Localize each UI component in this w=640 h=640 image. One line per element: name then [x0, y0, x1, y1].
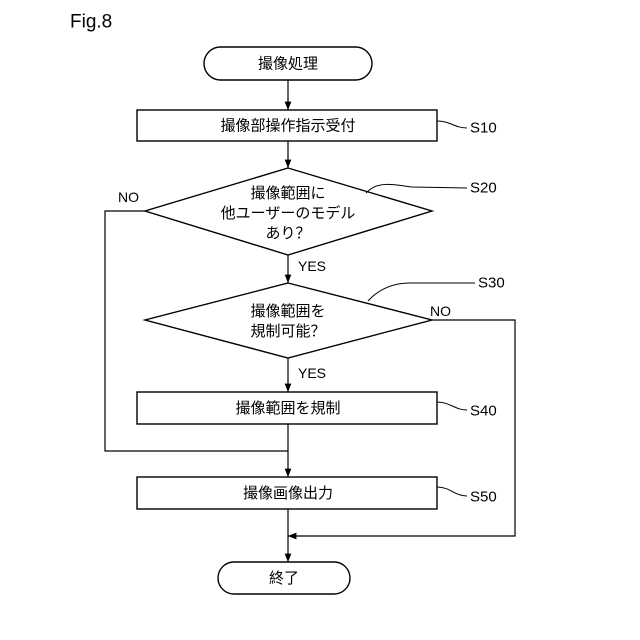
end-terminal-label: 終了	[269, 569, 299, 587]
figure-label: Fig.8	[70, 12, 112, 33]
s20-no-label: NO	[118, 189, 139, 205]
s10-leader-line	[437, 121, 467, 128]
s30-decision-diamond	[145, 283, 432, 358]
s10-step-label: S10	[470, 120, 497, 137]
s20-decision-line-3: あり？	[265, 224, 310, 242]
s30-decision-line-1: 撮像範囲を	[250, 302, 325, 320]
s20-leader-line	[366, 184, 467, 193]
s50-leader-line	[437, 487, 467, 496]
s20-yes-label: YES	[298, 258, 326, 274]
s30-no-label: NO	[430, 303, 451, 319]
s40-step-label: S40	[470, 403, 497, 420]
s30-decision-line-2: 規制可能？	[250, 322, 325, 340]
s40-process-label: 撮像範囲を規制	[235, 399, 340, 417]
s10-process-label: 撮像部操作指示受付	[220, 117, 355, 135]
s50-process-label: 撮像画像出力	[243, 484, 333, 502]
s20-decision-line-2: 他ユーザーのモデル	[221, 204, 356, 222]
s30-step-label: S30	[478, 275, 505, 292]
s50-step-label: S50	[470, 489, 497, 506]
s20-step-label: S20	[470, 180, 497, 197]
s30-leader-line	[368, 283, 475, 301]
start-terminal-label: 撮像処理	[258, 55, 318, 73]
s20-decision-line-1: 撮像範囲に	[250, 184, 325, 202]
s40-leader-line	[437, 402, 467, 410]
s30-yes-label: YES	[298, 365, 326, 381]
